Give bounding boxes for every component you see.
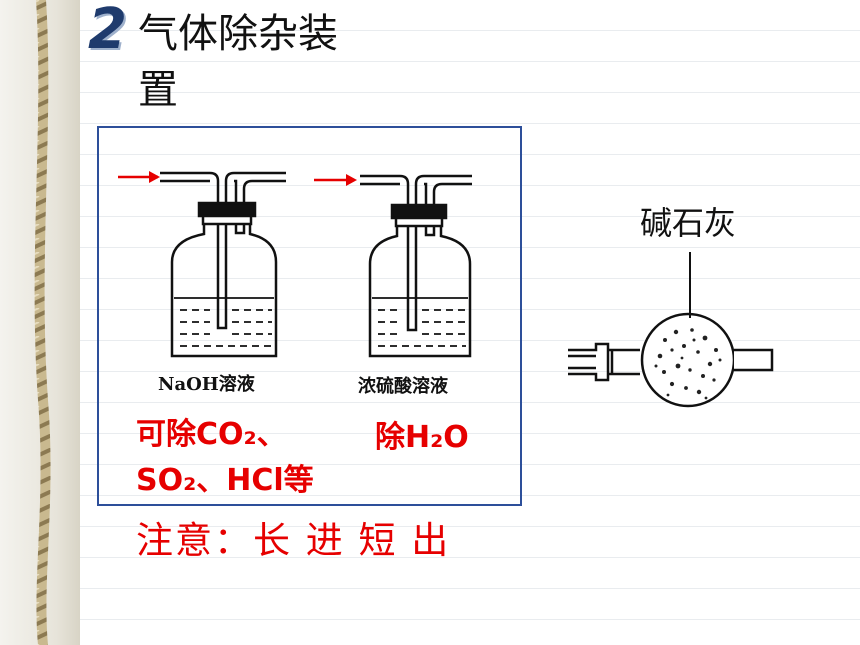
slide-number: 2 — [88, 0, 127, 62]
naoh-bottle — [118, 171, 286, 358]
naoh-caption: NaOH溶液 — [158, 374, 255, 395]
acid-removes-label: 除H₂O — [375, 420, 469, 455]
acid-caption: 浓硫酸溶液 — [358, 376, 448, 397]
drying-tube — [568, 252, 774, 408]
slide-title: 气体除杂装置 — [138, 11, 338, 113]
soda-lime-granules — [654, 328, 722, 400]
long-in-short-out-note: 注意：长 进 短 出 — [136, 519, 451, 562]
gas-washing-bottles-frame — [97, 126, 522, 506]
soda-lime-label: 碱石灰 — [640, 204, 737, 242]
twisted-rope-decoration — [34, 0, 51, 645]
naoh-removes-label: 可除CO₂、SO₂、HCl等 — [136, 417, 314, 498]
sulfuric-acid-bottle — [314, 174, 472, 358]
